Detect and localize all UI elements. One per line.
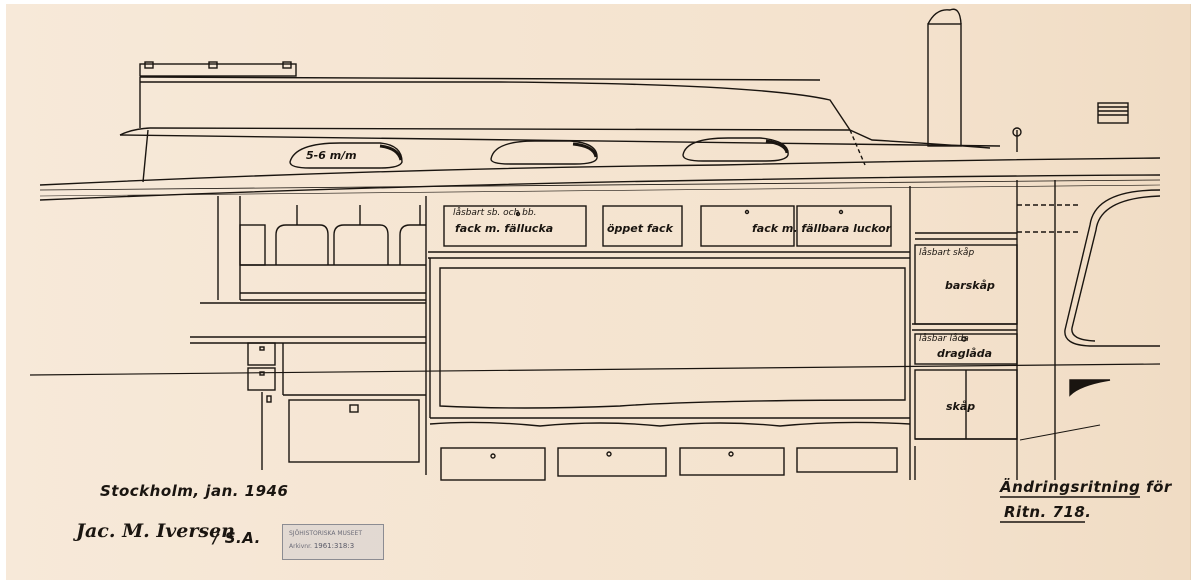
signature: Jac. M. Iversen — [76, 520, 235, 542]
locker-lock-note: låsbart sb. och bb. — [453, 208, 537, 218]
place-date: Stockholm, jan. 1946 — [100, 482, 289, 500]
drawer-label: draglåda — [937, 347, 993, 360]
open-compartment-label: öppet fack — [607, 222, 673, 235]
stamp-archive: Arkivnr. 1961:318:3 — [289, 543, 354, 550]
locker-flap-label: fack m. fällucka — [455, 222, 554, 235]
paper-sheet — [6, 4, 1191, 580]
stamp-archive-label: Arkivnr. — [289, 543, 312, 550]
signature-suffix: / S.A. — [213, 529, 261, 547]
lockable-drawer-label: låsbar låda — [919, 334, 969, 344]
cabinet-label: skåp — [946, 400, 976, 413]
museum-stamp: SJÖHISTORISKA MUSEET Arkivnr. 1961:318:3 — [282, 524, 384, 560]
drawing-title: Ändringsritning för — [1000, 478, 1172, 496]
folding-doors-label: fack m. fällbara luckor — [752, 222, 892, 235]
lockable-cabinet-label: låsbart skåp — [919, 248, 975, 258]
stamp-archive-number: 1961:318:3 — [313, 542, 355, 550]
bar-cabinet-label: barskåp — [945, 279, 995, 292]
dimension-label: 5-6 m/m — [306, 149, 357, 162]
drawing-number: Ritn. 718. — [1004, 503, 1092, 521]
stamp-institution: SJÖHISTORISKA MUSEET — [289, 530, 362, 537]
